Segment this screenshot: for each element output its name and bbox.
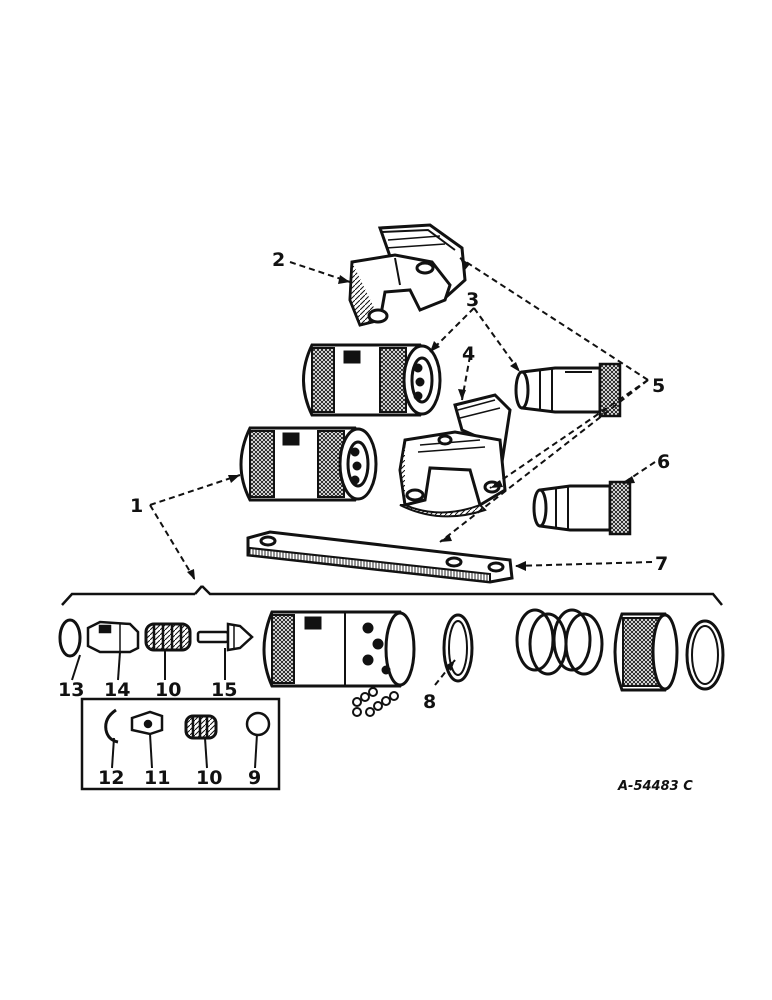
coil-springs — [515, 608, 604, 676]
sleeve — [613, 612, 679, 692]
spring-part-10-upper — [144, 622, 192, 652]
callout-4: 4 — [462, 343, 475, 365]
callout-3: 3 — [466, 289, 479, 311]
solid-leaders — [71, 648, 258, 769]
callout-2: 2 — [272, 249, 285, 271]
leader-arrowheads — [187, 258, 635, 671]
retaining-ring — [685, 619, 725, 691]
snap-ring-part-8 — [442, 613, 474, 683]
coupler-socket-part-1 — [239, 426, 378, 502]
snap-ring-part-12 — [104, 708, 119, 744]
o-ring-part-13 — [58, 618, 82, 658]
ball-part-9 — [245, 711, 271, 737]
inset-box — [80, 697, 281, 791]
spring-part-10-lower — [184, 714, 218, 740]
valve-part-11 — [130, 710, 164, 736]
valve-stem-part-15 — [196, 622, 254, 652]
callout-14: 14 — [104, 679, 130, 701]
coupler-plug-part-6 — [532, 480, 632, 536]
callout-12: 12 — [98, 767, 124, 789]
flat-bar-part-7 — [246, 530, 514, 584]
ball-bearings — [352, 687, 399, 717]
callout-10-lower: 10 — [196, 767, 222, 789]
valve-part-14 — [86, 620, 140, 654]
callout-6: 6 — [657, 451, 670, 473]
callout-9: 9 — [248, 767, 261, 789]
callout-7: 7 — [655, 553, 668, 575]
callout-5: 5 — [652, 375, 665, 397]
callout-1: 1 — [130, 495, 143, 517]
coupler-plug-part-3 — [514, 362, 622, 418]
callout-8: 8 — [423, 691, 436, 713]
callout-15: 15 — [211, 679, 237, 701]
callout-11: 11 — [144, 767, 170, 789]
socket-body — [262, 610, 416, 688]
callout-13: 13 — [58, 679, 84, 701]
drawing-number: A-54483 C — [617, 779, 693, 794]
coupler-socket-upper-part-3 — [302, 343, 442, 417]
assembly-bracket — [61, 585, 723, 606]
callout-10-upper: 10 — [155, 679, 181, 701]
clamp-half-part-2 — [348, 223, 467, 327]
